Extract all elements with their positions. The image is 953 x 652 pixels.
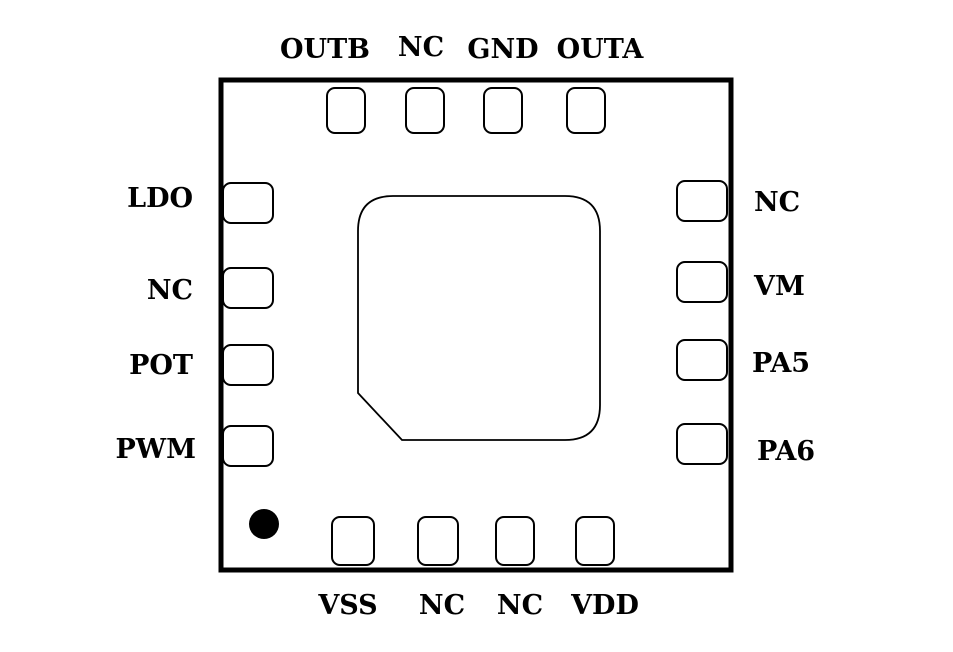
pad-bottom-2 [417, 516, 459, 566]
pad-bottom-3 [495, 516, 535, 566]
pin-label-top-4: OUTA [557, 34, 645, 65]
pin-label-bottom-2: NC [419, 590, 465, 621]
pad-left-1 [222, 182, 274, 224]
pin-label-left-3: POT [129, 350, 193, 381]
pin-label-left-4: PWM [115, 434, 196, 465]
pad-top-1 [326, 87, 366, 134]
pin-label-bottom-4: VDD [570, 590, 639, 621]
pad-top-3 [483, 87, 523, 134]
pad-left-4 [222, 425, 274, 467]
pin-label-bottom-3: NC [497, 590, 543, 621]
pin-label-bottom-1: VSS [317, 590, 377, 621]
pad-bottom-4 [575, 516, 615, 566]
pin-label-right-1: NC [754, 187, 800, 218]
pad-right-1 [676, 180, 728, 222]
pad-right-3 [676, 339, 728, 381]
pad-top-2 [405, 87, 445, 134]
pad-left-3 [222, 344, 274, 386]
pin-label-top-1: OUTB [280, 34, 370, 65]
pin-label-left-1: LDO [127, 183, 193, 214]
pad-left-2 [222, 267, 274, 309]
exposed-thermal-pad [357, 195, 601, 441]
pin-label-right-4: PA6 [757, 436, 815, 467]
pad-top-4 [566, 87, 606, 134]
pin-label-top-2: NC [398, 32, 444, 63]
pad-right-4 [676, 423, 728, 465]
pad-bottom-1 [331, 516, 375, 566]
pin1-marker-dot [249, 509, 279, 539]
pin-label-right-2: VM [753, 271, 805, 302]
pin-label-top-3: GND [467, 34, 538, 65]
pin-label-right-3: PA5 [752, 348, 810, 379]
pad-right-2 [676, 261, 728, 303]
pin-label-left-2: NC [147, 275, 193, 306]
